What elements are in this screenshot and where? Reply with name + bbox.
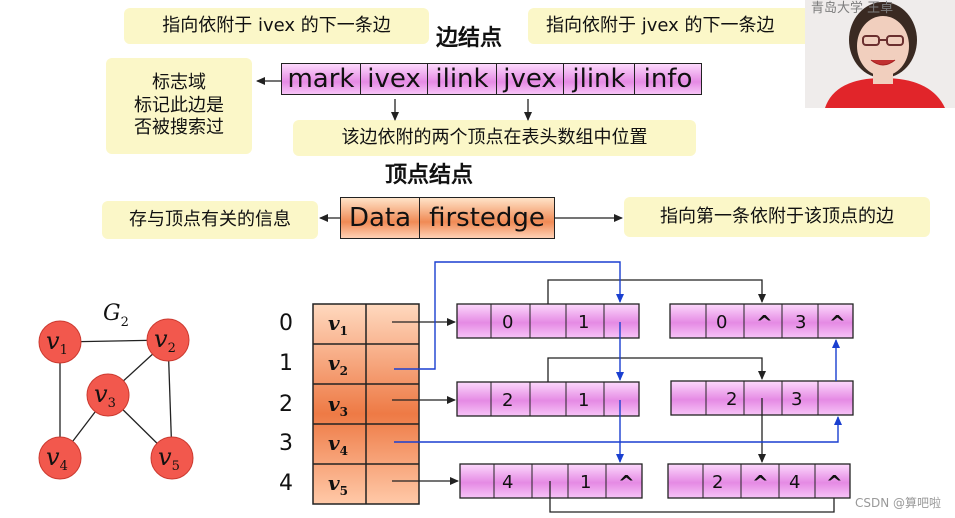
svg-text:4: 4 — [789, 472, 800, 493]
jlink-links — [394, 262, 838, 462]
svg-text:1: 1 — [578, 390, 589, 411]
edge-node-0: 0 1 — [457, 304, 639, 338]
graph-label: G2 — [103, 301, 129, 330]
graph-node-v1: v1 — [39, 321, 81, 363]
svg-text:^: ^ — [826, 471, 843, 495]
svg-text:0: 0 — [716, 312, 727, 333]
svg-text:1: 1 — [580, 472, 591, 493]
index-4: 4 — [279, 471, 293, 496]
edge-node-5: 2 ^ 4 ^ — [668, 464, 850, 498]
svg-text:2: 2 — [712, 472, 723, 493]
svg-text:4: 4 — [502, 472, 513, 493]
index-1: 1 — [279, 351, 293, 376]
graph-node-v4: v4 — [39, 437, 81, 479]
presenter-video: 青岛大学 王卓 — [805, 0, 955, 108]
edge-node-4: 4 1 ^ — [460, 464, 642, 498]
svg-text:^: ^ — [752, 471, 769, 495]
graph-label-sub: 2 — [121, 315, 129, 330]
index-2: 2 — [279, 392, 293, 417]
vertex-table: 0 1 2 3 4 v1 v2 v3 v4 v5 — [279, 304, 419, 504]
graph-node-v2: v2 — [147, 319, 189, 361]
graph-g2: G2 v1 v2 v3 v4 — [39, 301, 193, 479]
svg-text:3: 3 — [795, 312, 806, 333]
graph-node-v5: v5 — [151, 437, 193, 479]
graph-node-v3: v3 — [87, 374, 129, 416]
presenter-figure — [805, 0, 955, 108]
index-0: 0 — [279, 311, 293, 336]
edge-node-2: 2 1 — [457, 382, 639, 416]
svg-text:0: 0 — [502, 312, 513, 333]
svg-text:2: 2 — [726, 389, 737, 410]
edge-node-1: 0 ^ 3 ^ — [670, 304, 853, 338]
svg-text:2: 2 — [502, 390, 513, 411]
svg-text:^: ^ — [756, 311, 773, 335]
svg-text:^: ^ — [829, 311, 846, 335]
svg-text:1: 1 — [578, 312, 589, 333]
index-3: 3 — [279, 431, 293, 456]
presenter-top-strip: 青岛大学 王卓 — [811, 0, 893, 16]
svg-text:3: 3 — [791, 389, 802, 410]
top-arrows — [257, 81, 622, 218]
svg-text:^: ^ — [618, 471, 635, 495]
graph-label-main: G — [103, 301, 121, 326]
watermark: CSDN @算吧啦 — [855, 494, 941, 511]
